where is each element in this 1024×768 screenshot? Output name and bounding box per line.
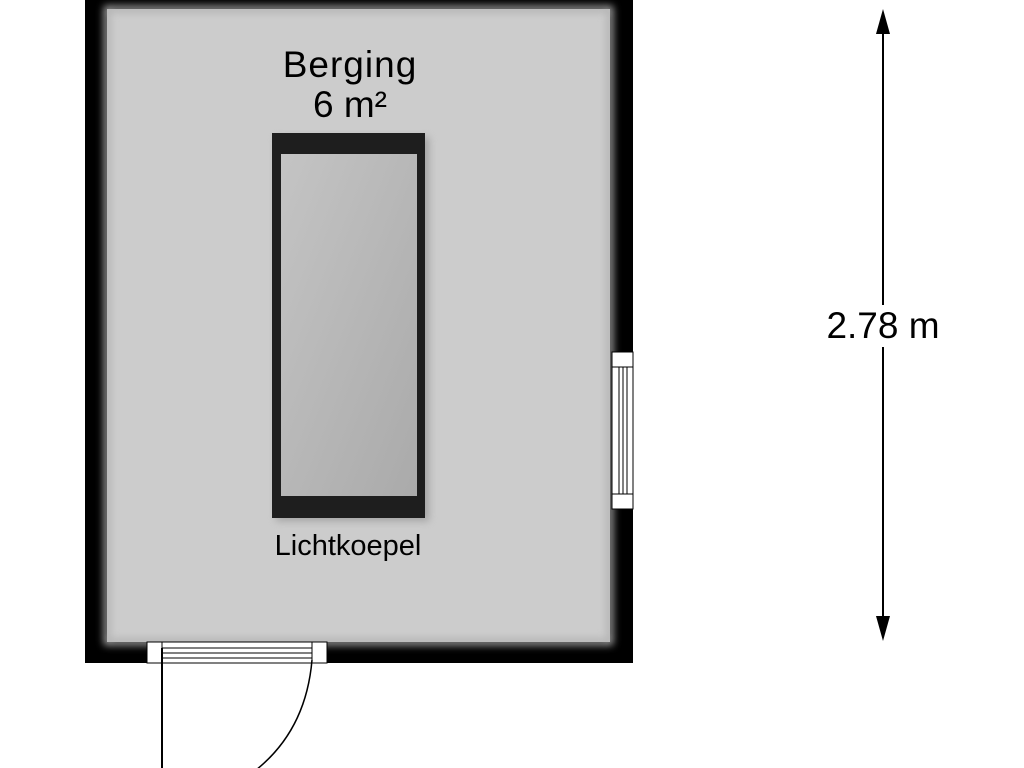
skylight-label: Lichtkoepel (274, 530, 422, 562)
skylight-glass (281, 154, 417, 496)
room-name: Berging (282, 44, 418, 85)
door-swing-arc (257, 659, 313, 768)
room-area: 6 m² (313, 84, 387, 125)
window (611, 351, 634, 510)
door (146, 641, 328, 768)
dimension-label: 2.78 m (803, 305, 963, 347)
